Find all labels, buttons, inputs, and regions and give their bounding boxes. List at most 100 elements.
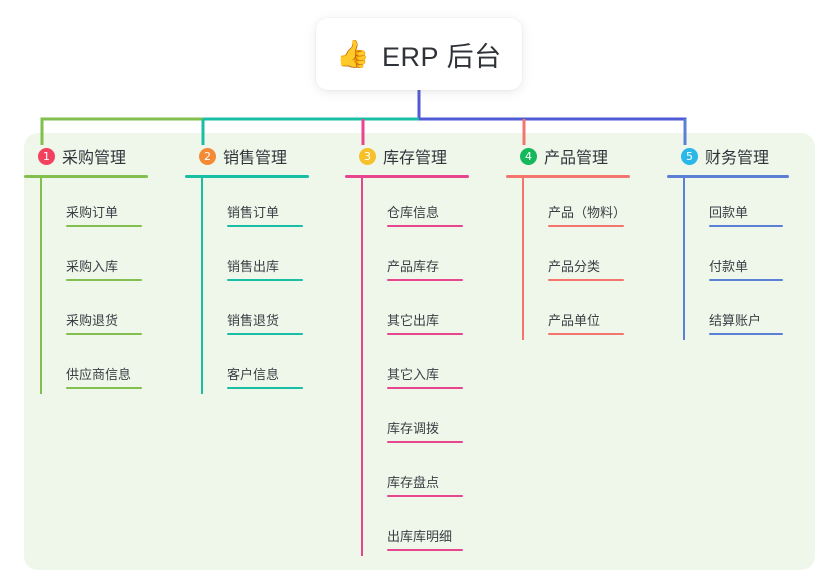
column-index-badge: 5 xyxy=(681,147,698,165)
leaf-item[interactable]: 出库库明细 xyxy=(345,502,495,556)
leaf-item-inner: 供应商信息 xyxy=(40,364,174,394)
leaf-item[interactable]: 产品库存 xyxy=(345,232,495,286)
leaf-item[interactable]: 采购入库 xyxy=(24,232,174,286)
leaf-item-label: 采购入库 xyxy=(66,259,119,275)
leaf-item-rule xyxy=(387,441,463,443)
leaf-item[interactable]: 销售退货 xyxy=(185,286,335,340)
leaf-item[interactable]: 产品分类 xyxy=(506,232,656,286)
leaf-item[interactable]: 销售订单 xyxy=(185,178,335,232)
leaf-item[interactable]: 采购退货 xyxy=(24,286,174,340)
leaf-item-label: 采购订单 xyxy=(66,205,119,221)
column-items: 采购订单采购入库采购退货供应商信息 xyxy=(24,178,174,394)
column-header-rule xyxy=(185,175,309,178)
leaf-item[interactable]: 付款单 xyxy=(667,232,815,286)
leaf-item[interactable]: 其它入库 xyxy=(345,340,495,394)
column-header-1[interactable]: 1 采购管理 xyxy=(24,143,174,169)
leaf-item-inner: 采购订单 xyxy=(40,202,174,232)
leaf-item-inner: 采购退货 xyxy=(40,310,174,340)
column-spine-line xyxy=(683,178,685,340)
leaf-item[interactable]: 结算账户 xyxy=(667,286,815,340)
leaf-item-inner: 仓库信息 xyxy=(361,202,495,232)
leaf-item-rule xyxy=(709,333,783,335)
leaf-item-rule xyxy=(387,387,463,389)
leaf-item-rule xyxy=(66,225,142,227)
leaf-item-rule xyxy=(387,549,463,551)
column-spine-line xyxy=(40,178,42,394)
column-3: 3 库存管理仓库信息产品库存其它出库其它入库库存调拨库存盘点出库库明细 xyxy=(345,143,495,556)
leaf-item-rule xyxy=(709,279,783,281)
leaf-item-label: 仓库信息 xyxy=(387,205,440,221)
leaf-item-label: 销售退货 xyxy=(227,313,280,329)
leaf-item-label: 销售出库 xyxy=(227,259,280,275)
leaf-item-label: 库存调拨 xyxy=(387,421,440,437)
column-1: 1 采购管理采购订单采购入库采购退货供应商信息 xyxy=(24,143,174,394)
leaf-item[interactable]: 仓库信息 xyxy=(345,178,495,232)
leaf-item-inner: 销售出库 xyxy=(201,256,335,286)
leaf-item-rule xyxy=(387,225,463,227)
leaf-item-inner: 销售退货 xyxy=(201,310,335,340)
leaf-item-inner: 产品分类 xyxy=(522,256,656,286)
leaf-item-label: 产品分类 xyxy=(548,259,601,275)
leaf-item-rule xyxy=(387,495,463,497)
root-node-erp-backend[interactable]: 👍 ERP 后台 xyxy=(316,18,522,90)
leaf-item-inner: 产品（物料） xyxy=(522,202,656,232)
leaf-item-rule xyxy=(227,333,303,335)
leaf-item-rule xyxy=(66,387,142,389)
leaf-item[interactable]: 产品单位 xyxy=(506,286,656,340)
leaf-item-label: 回款单 xyxy=(709,205,749,221)
column-index-badge: 2 xyxy=(199,147,216,165)
leaf-item-rule xyxy=(548,333,624,335)
leaf-item[interactable]: 其它出库 xyxy=(345,286,495,340)
column-items: 产品（物料） 产品分类产品单位 xyxy=(506,178,656,340)
thumbs-up-icon: 👍 xyxy=(336,38,371,69)
leaf-item[interactable]: 供应商信息 xyxy=(24,340,174,394)
leaf-item-inner: 产品库存 xyxy=(361,256,495,286)
root-node-title: ERP 后台 xyxy=(382,41,502,72)
leaf-item[interactable]: 采购订单 xyxy=(24,178,174,232)
column-index-badge: 3 xyxy=(359,147,376,165)
leaf-item-label: 采购退货 xyxy=(66,313,119,329)
leaf-item[interactable]: 产品（物料） xyxy=(506,178,656,232)
leaf-item[interactable]: 库存盘点 xyxy=(345,448,495,502)
leaf-item-inner: 其它出库 xyxy=(361,310,495,340)
leaf-item-inner: 其它入库 xyxy=(361,364,495,394)
leaf-item-inner: 结算账户 xyxy=(683,310,815,340)
leaf-item-inner: 库存调拨 xyxy=(361,418,495,448)
leaf-item-rule xyxy=(548,279,624,281)
leaf-item-label: 供应商信息 xyxy=(66,367,132,383)
leaf-item-label: 客户信息 xyxy=(227,367,280,383)
leaf-item-inner: 销售订单 xyxy=(201,202,335,232)
leaf-item-inner: 回款单 xyxy=(683,202,815,232)
column-title: 产品管理 xyxy=(544,150,609,167)
leaf-item-rule xyxy=(548,225,624,227)
column-spine-line xyxy=(522,178,524,340)
leaf-item[interactable]: 回款单 xyxy=(667,178,815,232)
column-index-badge: 1 xyxy=(38,147,55,165)
leaf-item-rule xyxy=(709,225,783,227)
leaf-item[interactable]: 客户信息 xyxy=(185,340,335,394)
column-header-rule xyxy=(506,175,630,178)
leaf-item[interactable]: 库存调拨 xyxy=(345,394,495,448)
leaf-item-rule xyxy=(227,279,303,281)
leaf-item-rule xyxy=(227,387,303,389)
leaf-item-rule xyxy=(66,279,142,281)
leaf-item-inner: 出库库明细 xyxy=(361,526,495,556)
column-title: 库存管理 xyxy=(383,150,448,167)
column-spine-line xyxy=(361,178,363,556)
leaf-item-label: 销售订单 xyxy=(227,205,280,221)
column-title: 采购管理 xyxy=(62,150,127,167)
column-header-3[interactable]: 3 库存管理 xyxy=(345,143,495,169)
leaf-item[interactable]: 销售出库 xyxy=(185,232,335,286)
leaf-item-rule xyxy=(66,333,142,335)
column-items: 仓库信息产品库存其它出库其它入库库存调拨库存盘点出库库明细 xyxy=(345,178,495,556)
leaf-item-label: 库存盘点 xyxy=(387,475,440,491)
leaf-item-label: 出库库明细 xyxy=(387,529,453,545)
leaf-item-label: 结算账户 xyxy=(709,313,762,329)
column-items: 回款单付款单结算账户 xyxy=(667,178,815,340)
